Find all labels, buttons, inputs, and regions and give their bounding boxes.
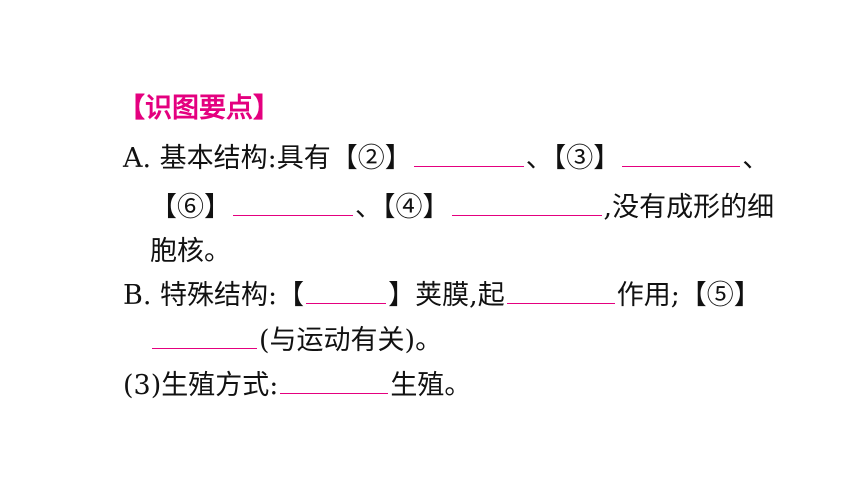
line-b-end: 作用;【⑤】	[616, 280, 761, 311]
blank-5[interactable]	[152, 324, 257, 349]
blank-6[interactable]	[233, 191, 353, 216]
blank-2[interactable]	[413, 142, 524, 167]
line-3-end: 生殖。	[390, 370, 472, 401]
line-a2-sep: 、【④】	[355, 192, 450, 223]
line-b-continued: (与运动有关)。	[150, 324, 442, 358]
line-a-basic-structure: A. 基本结构:具有【②】 、【③】 、	[123, 142, 769, 176]
section-heading: 【识图要点】	[118, 92, 280, 126]
heading-text: 【识图要点】	[118, 93, 280, 124]
blank-reproduction[interactable]	[280, 369, 389, 394]
line-a2-start: 【⑥】	[150, 192, 231, 223]
blank-capsule-function[interactable]	[506, 279, 615, 304]
line-a-end: 、	[742, 143, 770, 174]
line-a-prefix: A. 基本结构:具有【②】	[123, 143, 412, 174]
line-a-sep: 、【③】	[525, 143, 621, 174]
line-a3-text: 胞核。	[150, 236, 231, 267]
line-3-prefix: (3)生殖方式:	[123, 370, 279, 401]
line-b2-end: (与运动有关)。	[259, 325, 443, 356]
blank-3[interactable]	[622, 142, 741, 167]
line-b-special-structure: B. 特殊结构:【 】荚膜,起 作用;【⑤】	[123, 279, 761, 313]
line-b-mid: 】荚膜,起	[388, 280, 505, 311]
blank-capsule-number[interactable]	[306, 279, 387, 304]
line-b-prefix: B. 特殊结构:【	[123, 280, 305, 311]
line-3-reproduction: (3)生殖方式: 生殖。	[123, 369, 471, 403]
line-a-continued: 【⑥】 、【④】 ,没有成形的细	[150, 191, 774, 225]
blank-4[interactable]	[451, 191, 602, 216]
line-a-nucleus: 胞核。	[150, 235, 231, 269]
line-a2-end: ,没有成形的细	[603, 192, 775, 223]
